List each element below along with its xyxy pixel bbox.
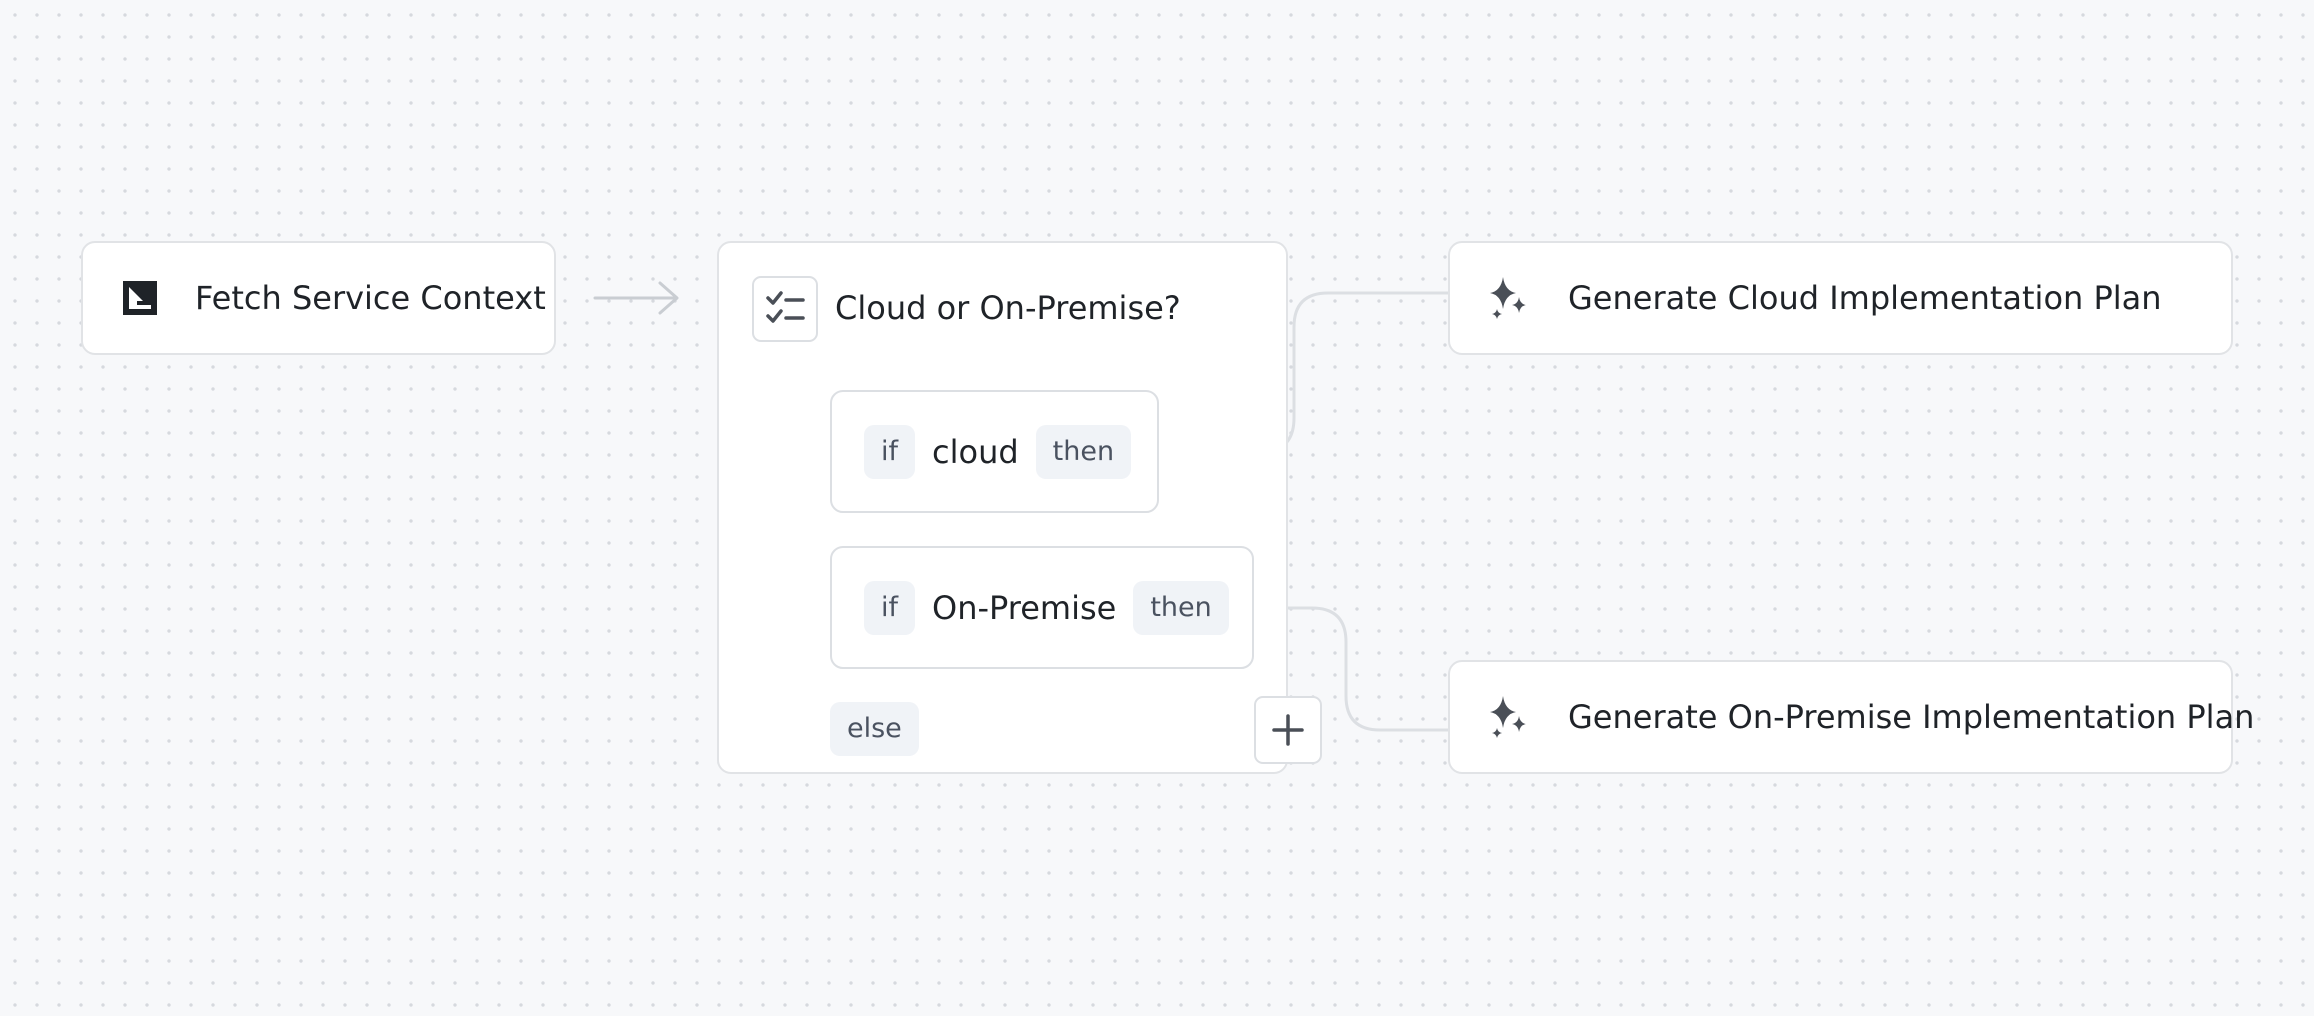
plus-icon	[1272, 714, 1304, 746]
sparkles-icon	[1490, 277, 1526, 319]
add-branch-button[interactable]	[1254, 696, 1322, 764]
then-keyword: then	[1133, 580, 1229, 635]
branch-on-premise[interactable]: if On-Premise then	[830, 546, 1254, 669]
condition-value: On-Premise	[932, 588, 1117, 627]
cloud-plan-label: Generate Cloud Implementation Plan	[1568, 279, 2162, 317]
sparkles-icon	[1490, 696, 1526, 738]
router-node[interactable]: Cloud or On-Premise?	[717, 241, 1288, 774]
fetch-node-label: Fetch Service Context	[195, 279, 546, 317]
else-branch[interactable]: else	[830, 702, 919, 756]
checklist-icon	[766, 291, 805, 323]
generate-cloud-plan-node[interactable]: Generate Cloud Implementation Plan	[1448, 241, 2233, 355]
generate-on-premise-plan-node[interactable]: Generate On-Premise Implementation Plan	[1448, 660, 2254, 774]
then-keyword: then	[1035, 424, 1132, 479]
router-title: Cloud or On-Premise?	[835, 289, 1181, 327]
if-keyword: if	[864, 424, 916, 479]
fetch-arrow-icon	[123, 281, 157, 315]
if-keyword: if	[864, 580, 916, 635]
arrow-fetch-to-router	[593, 281, 679, 315]
branch-cloud[interactable]: if cloud then	[830, 390, 1159, 513]
router-icon-box	[752, 276, 818, 342]
condition-value: cloud	[932, 432, 1019, 471]
fetch-service-context-node[interactable]: Fetch Service Context	[81, 241, 556, 355]
on-premise-plan-label: Generate On-Premise Implementation Plan	[1568, 698, 2255, 736]
